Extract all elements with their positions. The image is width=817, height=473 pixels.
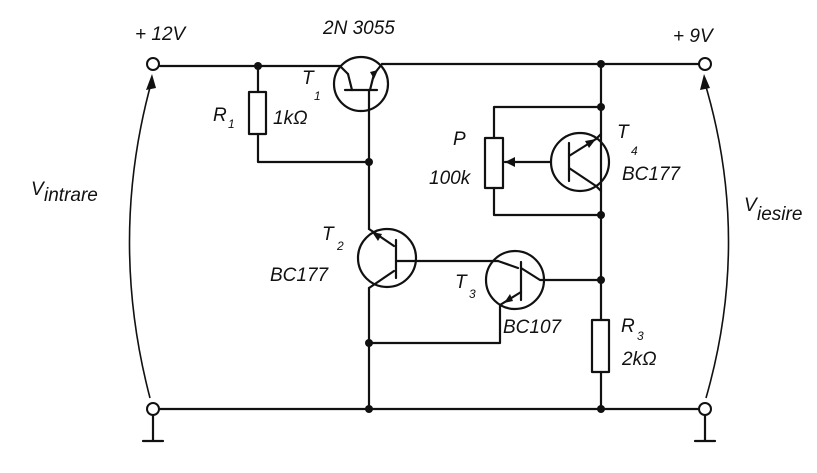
t3-name-label: T	[455, 272, 468, 293]
t4-part-label: BC177	[622, 164, 682, 185]
p-name-label: P	[453, 129, 466, 150]
junction-top-right	[597, 60, 605, 68]
transistor-t1	[332, 55, 390, 164]
transistor-t4	[549, 131, 611, 193]
transistor-t3	[367, 249, 603, 345]
r3-value-label: 2kΩ	[621, 349, 657, 370]
resistor-r3	[590, 318, 611, 374]
input-voltage-arrow	[128, 74, 156, 399]
v-in-main: V	[31, 179, 46, 200]
input-terminal-top	[146, 57, 160, 71]
junction-ground-r3	[597, 405, 605, 413]
transistor-t2	[356, 227, 500, 290]
t2-part-label: BC177	[270, 265, 330, 286]
r3-index-label: 3	[637, 329, 644, 343]
t3-index-label: 3	[469, 287, 476, 301]
t1-part-label: 2N 3055	[322, 18, 395, 39]
output-terminal-top	[698, 57, 712, 71]
t2-name-label: T	[322, 224, 335, 245]
supply-out-label: + 9V	[673, 26, 715, 47]
output-terminal-bottom	[698, 402, 712, 416]
t2-index-label: 2	[336, 239, 344, 253]
v-out-main: V	[744, 195, 759, 216]
junction-ground-t2	[365, 405, 373, 413]
t1-index-label: 1	[314, 89, 321, 103]
r1-value-label: 1kΩ	[273, 108, 308, 129]
junction-t3-collector	[597, 276, 605, 284]
v-in-sub: intrare	[44, 185, 98, 206]
v-out-sub: iesire	[757, 204, 802, 225]
resistor-r1	[247, 64, 371, 164]
t3-part-label: BC107	[503, 317, 563, 338]
r1-name-label: R	[213, 105, 227, 126]
r1-index-label: 1	[228, 117, 235, 131]
ground-symbol-left	[141, 413, 165, 443]
ground-symbol-right	[693, 413, 717, 443]
potentiometer-p	[483, 105, 603, 217]
p-value-label: 100k	[429, 168, 472, 189]
junction-r1-top	[254, 62, 262, 70]
output-voltage-arrow	[700, 74, 730, 399]
input-terminal-bottom	[146, 402, 160, 416]
supply-in-label: + 12V	[135, 24, 188, 45]
r3-name-label: R	[621, 316, 635, 337]
t4-index-label: 4	[631, 144, 638, 158]
t1-name-label: T	[302, 68, 315, 89]
t4-name-label: T	[617, 122, 630, 143]
